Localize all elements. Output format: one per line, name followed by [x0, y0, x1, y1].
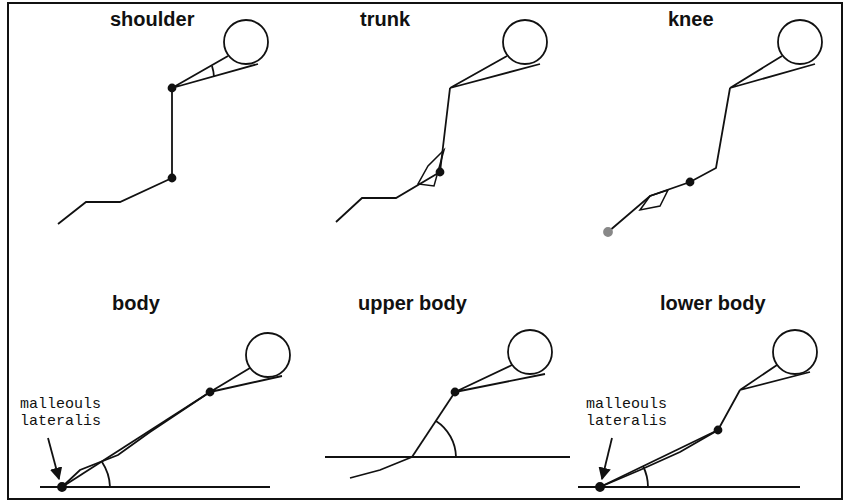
segment-label: lower body: [660, 292, 766, 315]
joint-label: knee: [668, 8, 714, 31]
joint-label: trunk: [360, 8, 410, 31]
segment-label: upper body: [358, 292, 467, 315]
frame: [8, 3, 842, 499]
knee-figure: [604, 20, 822, 236]
upper-body-figure: [325, 330, 570, 478]
joint-label: shoulder: [110, 8, 194, 31]
shoulder-figure: [58, 20, 268, 224]
leader-arrow: [602, 438, 612, 479]
lower-body-figure: [578, 330, 817, 491]
leader-arrow: [48, 438, 59, 479]
trunk-figure: [336, 20, 547, 222]
landmark-label: malleouls lateralis: [20, 396, 116, 431]
landmark-label: malleouls lateralis: [586, 396, 682, 431]
segment-label: body: [112, 292, 160, 315]
